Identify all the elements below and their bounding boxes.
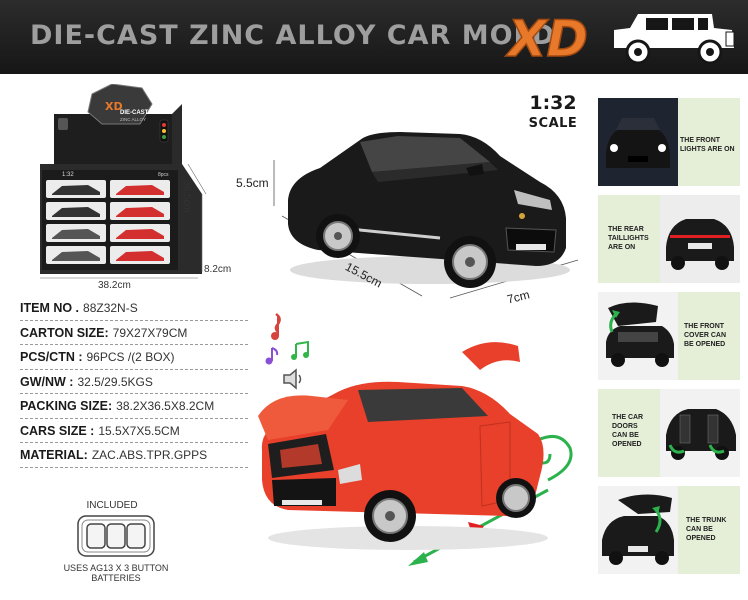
car-doors-image [660,389,740,477]
feature-label-line: COVER CAN [684,332,727,339]
spec-row-gw-nw: GW/NW :32.5/29.5KGS [20,370,248,394]
spec-row-item-no: ITEM NO .88Z32N-S [20,296,248,321]
spec-value: 38.2X36.5X8.2CM [116,399,215,413]
feature-label-line: TAILLIGHTS [608,235,649,242]
feature-text-bg [598,389,662,477]
black-car-image [273,132,579,299]
header-banner: DIE-CAST ZINC ALLOY CAR MOLD XD [0,0,748,74]
feature-label-line: DOORS [612,423,638,430]
svg-text:DIE-CAST: DIE-CAST [120,110,149,116]
svg-text:ZINC ALLOY: ZINC ALLOY [120,117,146,122]
feature-car-doors: THE CAR DOORS CAN BE OPENED [598,389,740,477]
svg-text:1:32: 1:32 [62,172,74,178]
feature-label-line: THE FRONT [680,137,721,144]
spec-label: CARS SIZE : [20,423,95,438]
spec-list: ITEM NO .88Z32N-S CARTON SIZE:79X27X79CM… [20,296,248,468]
battery-note-line2: BATTERIES [91,573,141,583]
spec-value: 96PCS /(2 BOX) [86,350,175,364]
scale-label: SCALE [528,116,578,131]
feature-label: THE REAR TAILLIGHTS ARE ON [608,225,670,252]
feature-label-line: OPENED [612,441,642,448]
battery-note: USES AG13 X 3 BUTTON BATTERIES [46,563,186,583]
spec-value: 32.5/29.5KGS [77,374,153,389]
feature-label-line: THE REAR [608,226,644,233]
display-box-drawing: XD DIE-CAST ZINC ALLOY 1:32 8pcs [40,83,207,279]
front-cover-image [598,292,678,380]
spec-label: CARTON SIZE: [20,325,109,340]
spec-value: ZAC.ABS.TPR.GPPS [91,448,208,462]
feature-label-line: CAN BE [612,432,639,439]
feature-trunk: THE TRUNK CAN BE OPENED [598,486,740,574]
feature-label-line: THE TRUNK [686,517,727,524]
spec-label: PCS/CTN : [20,350,83,364]
feature-front-lights: THE FRONT LIGHTS ARE ON [598,98,740,186]
battery-icon [77,515,155,557]
box-width-dimension: 38.2cm [98,280,131,291]
feature-text-bg [598,195,662,283]
spec-value: 88Z32N-S [83,301,138,315]
feature-label-line: THE CAR [612,414,644,421]
trunk-image [598,486,678,574]
feature-label-line: LIGHTS ARE ON [680,146,735,153]
spec-label: PACKING SIZE: [20,399,113,413]
box-height-dimension: 36.5cm [181,180,192,213]
speaker-icon [283,368,302,390]
feature-rear-taillights: THE REAR TAILLIGHTS ARE ON [598,195,740,283]
spec-value: 79X27X79CM [112,325,188,340]
feature-text-bg [678,486,740,574]
car-height-dimension: 5.5cm [236,176,269,190]
feature-text-bg [678,98,740,186]
feature-text-bg [678,292,740,380]
spec-value: 15.5X7X5.5CM [98,423,180,438]
spec-label: GW/NW : [20,374,74,389]
spec-row-material: MATERIAL:ZAC.ABS.TPR.GPPS [20,443,248,468]
spec-row-carton-size: CARTON SIZE:79X27X79CM [20,321,248,345]
music-note-red-icon [271,312,281,340]
feature-label: THE CAR DOORS CAN BE OPENED [612,413,674,449]
spec-row-pcs-ctn: PCS/CTN :96PCS /(2 BOX) [20,345,248,370]
scale-ratio: 1:32 [529,92,577,114]
brand-logo: XD [504,10,589,64]
spec-row-cars-size: CARS SIZE :15.5X7X5.5CM [20,419,248,443]
spec-row-packing-size: PACKING SIZE:38.2X36.5X8.2CM [20,394,248,419]
rear-taillights-image [660,195,740,283]
feature-label-line: OPENED [686,535,716,542]
spec-label: MATERIAL: [20,448,88,462]
feature-label: THE FRONT LIGHTS ARE ON [680,136,740,154]
feature-label-line: THE FRONT [684,323,725,330]
box-depth-dimension: 8.2cm [204,264,232,275]
feature-label: THE FRONT COVER CAN BE OPENED [684,322,740,349]
spec-label: ITEM NO . [20,301,80,315]
jeep-icon [614,14,735,65]
feature-label: THE TRUNK CAN BE OPENED [686,516,740,543]
music-note-purple-icon [265,347,279,365]
included-label: INCLUDED [86,500,138,511]
feature-label-line: ARE ON [608,244,636,251]
red-car-image [258,342,573,566]
svg-text:8pcs: 8pcs [158,172,169,178]
svg-text:XD: XD [505,10,588,64]
display-box-illustration: XD DIE-CAST ZINC ALLOY 1:32 8pcs [32,83,242,294]
svg-text:XD: XD [105,100,123,113]
battery-note-line1: USES AG13 X 3 BUTTON [63,563,169,573]
feature-front-cover: THE FRONT COVER CAN BE OPENED [598,292,740,380]
feature-label-line: CAN BE [686,526,713,533]
music-note-green-icon [291,340,309,360]
front-lights-image [598,98,678,186]
header-title: DIE-CAST ZINC ALLOY CAR MOLD [30,20,556,51]
feature-label-line: BE OPENED [684,341,726,348]
